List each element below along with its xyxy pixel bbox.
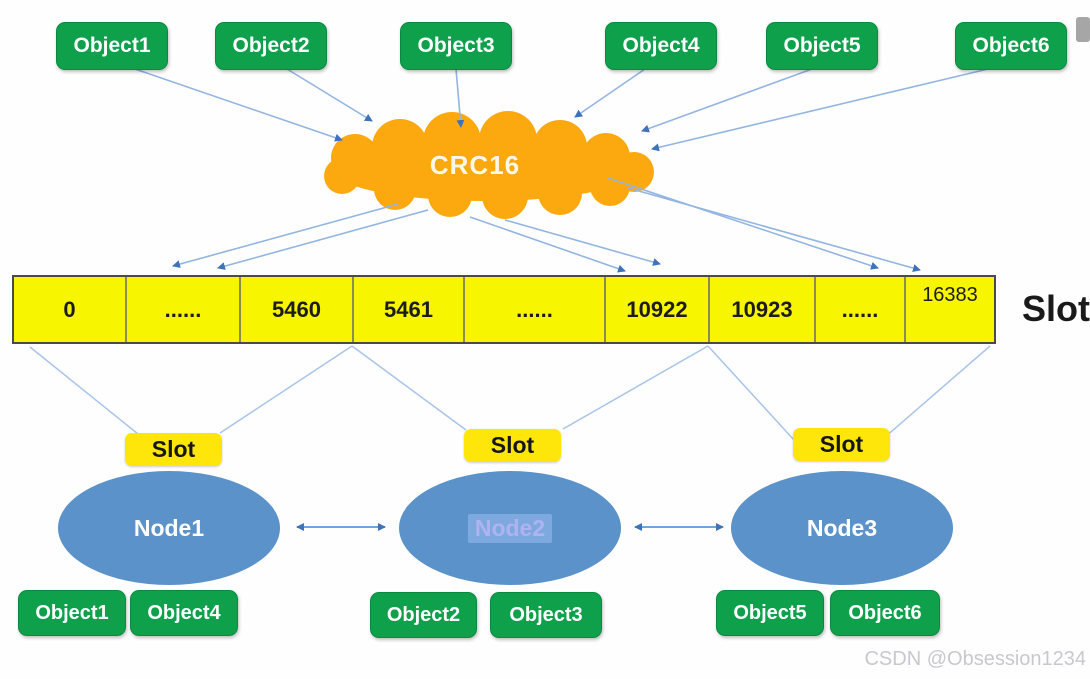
node2-ellipse: Node2 xyxy=(399,471,621,585)
object-to-crc16-arrows xyxy=(134,68,989,152)
node3-label: Node3 xyxy=(806,514,878,541)
top-object-box-2: Object2 xyxy=(215,22,327,70)
slot-row: 0 ...... 5460 5461 ...... 10922 10923 ..… xyxy=(12,275,996,344)
slot-cell: ...... xyxy=(816,277,906,342)
node2-object-box-1: Object2 xyxy=(370,592,477,638)
crc16-label: CRC16 xyxy=(429,150,521,180)
crc16-to-slot-arrows xyxy=(172,177,921,273)
crc16-cloud xyxy=(324,111,654,219)
slot-cell: 5460 xyxy=(241,277,354,342)
slot-cell: 16383 xyxy=(906,277,994,342)
node1-object-box-2: Object4 xyxy=(130,590,238,636)
node1-object-box-1: Object1 xyxy=(18,590,126,636)
node2-slot-tag: Slot xyxy=(464,429,561,462)
top-object-label: Object6 xyxy=(972,34,1050,57)
top-object-label: Object2 xyxy=(232,34,310,57)
top-object-box-5: Object5 xyxy=(766,22,878,70)
top-object-box-4: Object4 xyxy=(605,22,717,70)
node-object-label: Object5 xyxy=(733,601,807,624)
top-object-box-1: Object1 xyxy=(56,22,168,70)
slot-cell: ...... xyxy=(127,277,241,342)
top-object-label: Object3 xyxy=(417,34,495,57)
node3-ellipse: Node3 xyxy=(731,471,953,585)
node-object-label: Object4 xyxy=(147,601,221,624)
slot-cell: ...... xyxy=(465,277,606,342)
slot-cell: 0 xyxy=(14,277,127,342)
node3-object-box-2: Object6 xyxy=(830,590,940,636)
slot-cell: 10923 xyxy=(710,277,816,342)
top-object-box-6: Object6 xyxy=(955,22,1067,70)
node2-label: Node2 xyxy=(467,513,553,543)
watermark: CSDN @Obsession1234 xyxy=(864,648,1086,670)
top-object-label: Object1 xyxy=(73,34,151,57)
node1-ellipse: Node1 xyxy=(58,471,280,585)
node-object-label: Object1 xyxy=(35,601,109,624)
top-object-label: Object4 xyxy=(622,34,700,57)
slot-axis-label: Slot xyxy=(1022,288,1090,329)
top-object-box-3: Object3 xyxy=(400,22,512,70)
node-object-label: Object6 xyxy=(848,601,922,624)
slot-to-tag-lines xyxy=(29,345,991,441)
node1-slot-tag: Slot xyxy=(125,433,222,466)
slot-cell: 5461 xyxy=(354,277,465,342)
node-object-label: Object2 xyxy=(386,603,461,626)
node-object-label: Object3 xyxy=(509,603,583,626)
node3-slot-tag: Slot xyxy=(793,428,890,461)
slot-cell: 10922 xyxy=(606,277,710,342)
top-object-label: Object5 xyxy=(783,34,861,57)
node2-object-box-2: Object3 xyxy=(490,592,602,638)
screen-corner-artifact xyxy=(1076,17,1090,42)
node3-object-box-1: Object5 xyxy=(716,590,824,636)
node1-label: Node1 xyxy=(133,514,205,541)
